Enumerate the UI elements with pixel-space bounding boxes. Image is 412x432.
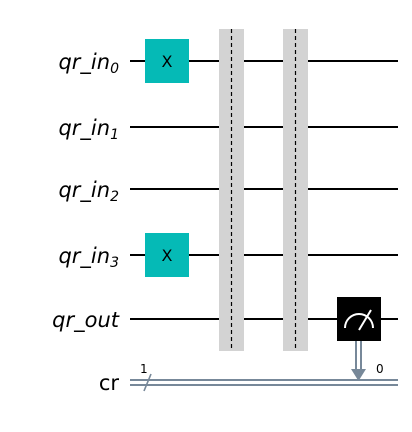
svg-text:X: X	[162, 52, 173, 71]
bus-width-label: 1	[140, 362, 148, 376]
wire-cr	[130, 373, 398, 392]
measure-gate-qr-out[interactable]	[337, 297, 381, 381]
barrier-1	[219, 29, 244, 351]
meter-icon	[344, 313, 374, 329]
label-qr-in-0: qr_in0	[58, 50, 119, 77]
measure-bit-label: 0	[376, 362, 384, 376]
x-gate-qr-in-3[interactable]: X	[145, 233, 189, 277]
barrier-2	[283, 29, 308, 351]
label-qr-in-1: qr_in1	[58, 116, 119, 143]
measure-arrow	[351, 369, 366, 381]
bus-slash	[143, 373, 152, 392]
meter-needle	[358, 309, 372, 331]
svg-text:X: X	[162, 246, 173, 265]
label-qr-out: qr_out	[52, 308, 120, 333]
label-qr-in-3: qr_in3	[58, 244, 119, 271]
x-gate-qr-in-0[interactable]: X	[145, 39, 189, 83]
label-qr-in-2: qr_in2	[58, 178, 119, 205]
label-cr: cr	[99, 371, 120, 395]
